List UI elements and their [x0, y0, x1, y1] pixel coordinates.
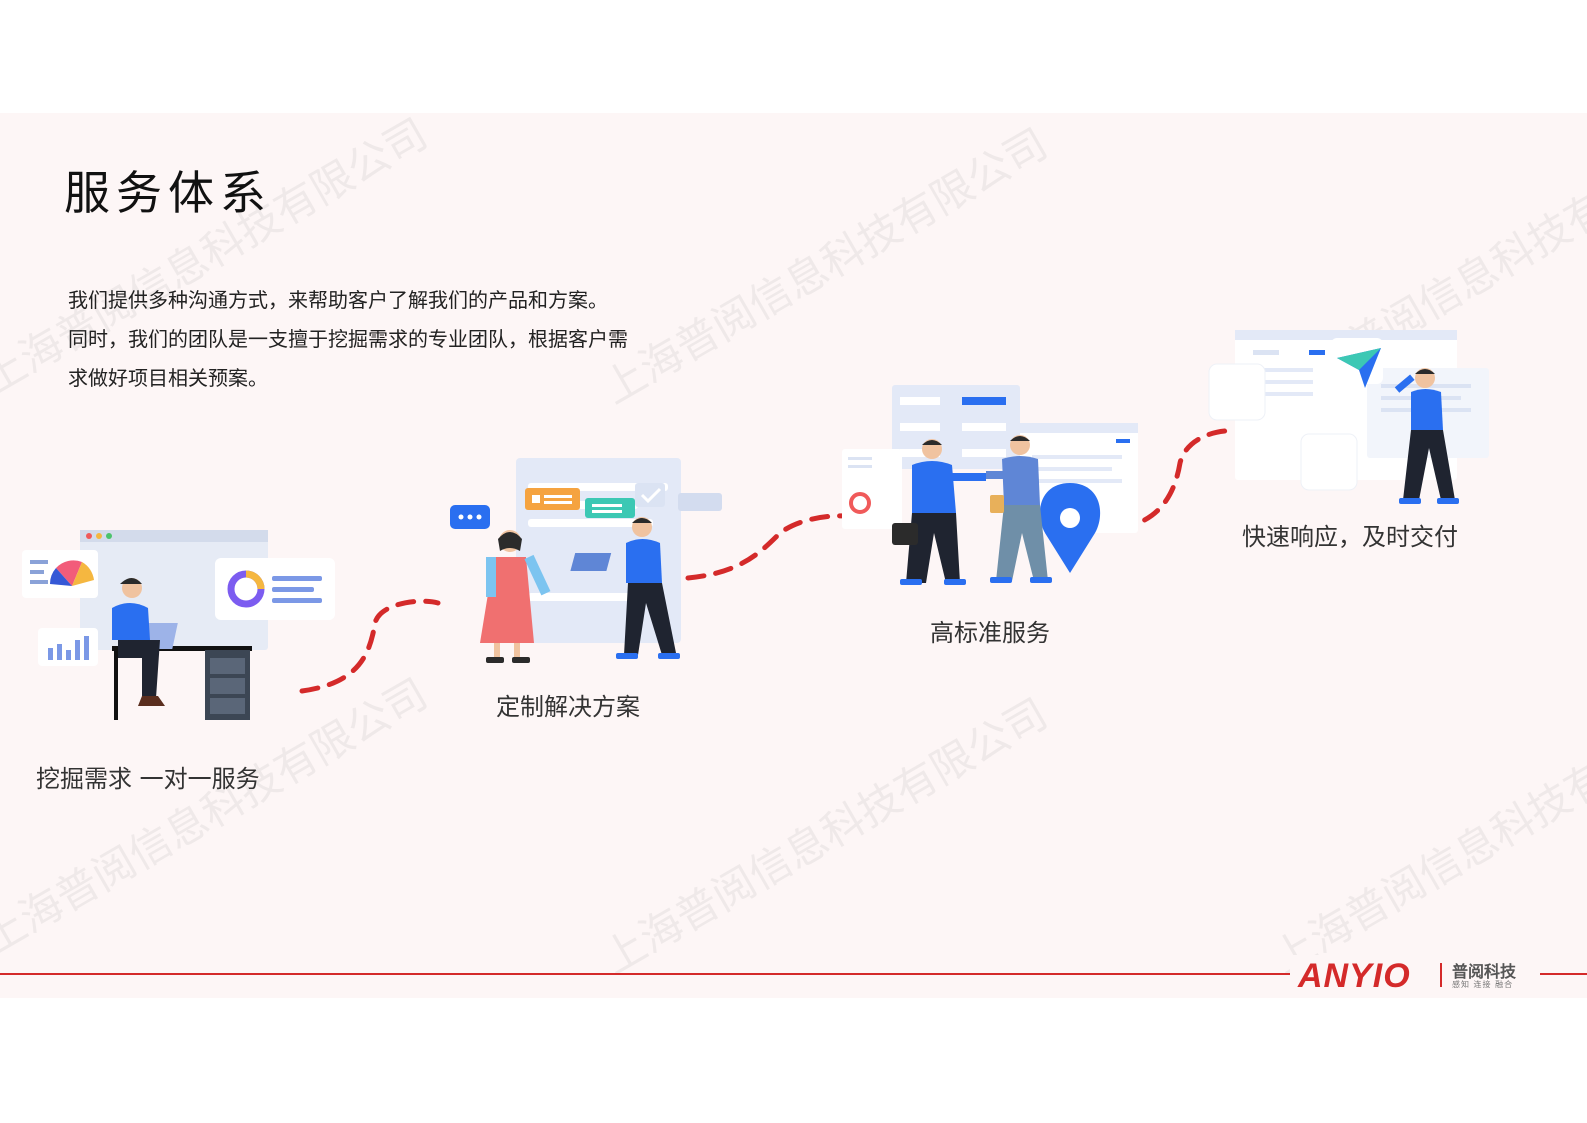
logo-wordmark: ANYIO	[1298, 957, 1411, 995]
intro-text: 我们提供多种沟通方式，来帮助客户了解我们的产品和方案。 同时，我们的团队是一支擅…	[68, 281, 698, 398]
slide: 上海普阅信息科技有限公司 上海普阅信息科技有限公司 上海普阅信息科技有限公司 上…	[0, 113, 1587, 998]
logo-tagline: 感知 连接 融合	[1452, 980, 1514, 989]
logo-separator	[1440, 963, 1442, 987]
page-title: 服务体系	[64, 166, 272, 220]
step-label: 快速响应，及时交付	[1242, 523, 1458, 551]
footer-divider	[0, 973, 1587, 975]
step-label: 定制解决方案	[496, 693, 640, 721]
logo-chinese-name: 普阅科技	[1452, 962, 1517, 981]
dashed-path	[299, 428, 1228, 694]
intro-line: 我们提供多种沟通方式，来帮助客户了解我们的产品和方案。	[68, 288, 608, 312]
consultant-desk-icon	[22, 530, 335, 720]
step-label: 高标准服务	[930, 619, 1050, 647]
fast-delivery-icon	[1208, 330, 1489, 504]
step-label: 挖掘需求 一对一服务	[36, 765, 260, 793]
solution-discussion-icon	[450, 458, 722, 663]
handshake-location-icon	[842, 385, 1138, 585]
intro-line: 求做好项目相关预案。	[68, 366, 268, 390]
company-logo: ANYIO 普阅科技 感知 连接 融合	[1290, 955, 1540, 995]
intro-line: 同时，我们的团队是一支擅于挖掘需求的专业团队，根据客户需	[68, 327, 628, 351]
